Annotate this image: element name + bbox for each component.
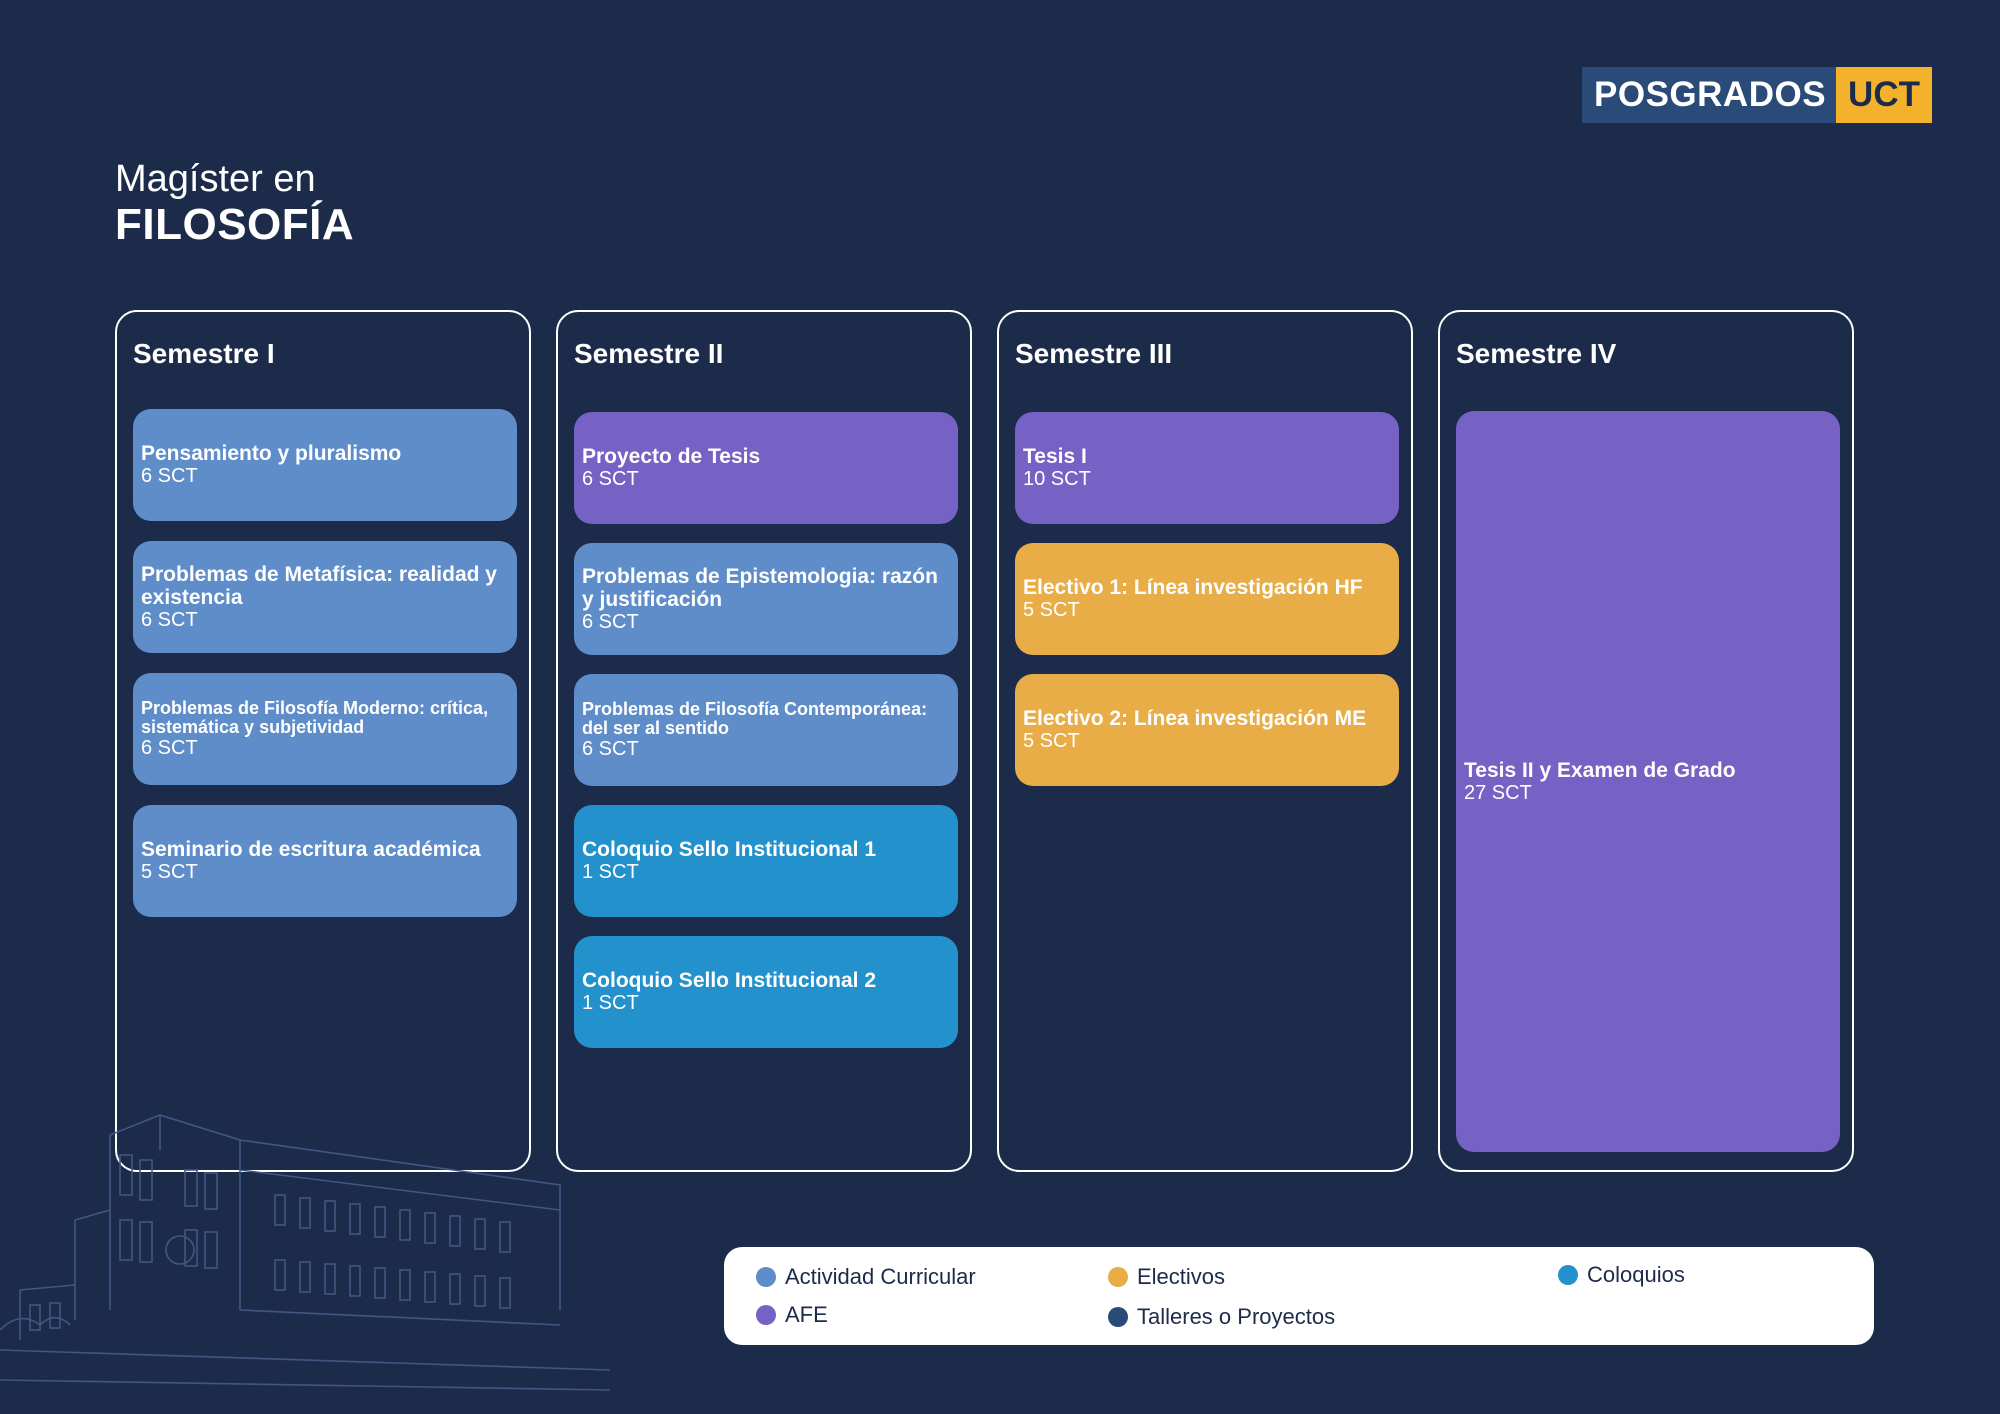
legend-dot-icon xyxy=(756,1305,776,1325)
course-credits: 10 SCT xyxy=(1023,468,1091,490)
course-card[interactable]: Tesis I 10 SCT xyxy=(1015,412,1399,524)
course-card[interactable]: Coloquio Sello Institucional 2 1 SCT xyxy=(574,936,958,1048)
legend-label: Actividad Curricular xyxy=(785,1264,976,1289)
semester-3-column: Semestre III Tesis I 10 SCT Electivo 1: … xyxy=(997,310,1413,1172)
course-credits: 1 SCT xyxy=(582,992,639,1014)
course-name: Coloquio Sello Institucional 2 xyxy=(582,969,877,992)
course-name: Problemas de Metafísica: realidad y exis… xyxy=(141,562,497,609)
course-credits: 5 SCT xyxy=(141,861,198,883)
course-credits: 6 SCT xyxy=(582,610,639,633)
course-card[interactable]: Electivo 2: Línea investigación ME 5 SCT xyxy=(1015,674,1399,786)
course-credits: 27 SCT xyxy=(1464,781,1532,804)
legend-dot-icon xyxy=(1108,1307,1128,1327)
course-name: Coloquio Sello Institucional 1 xyxy=(582,838,877,861)
course-name: Problemas de Filosofía Moderno: crítica,… xyxy=(141,697,489,737)
posgrados-uct-logo: POSGRADOS UCT xyxy=(1582,67,1932,123)
course-credits: 1 SCT xyxy=(582,861,639,883)
semester-1-column: Semestre I Pensamiento y pluralismo 6 SC… xyxy=(115,310,531,1172)
course-name: Tesis I xyxy=(1023,445,1087,468)
legend-item: Coloquios xyxy=(1558,1262,1685,1288)
course-name: Electivo 1: Línea investigación HF xyxy=(1023,576,1363,599)
campus-building-illustration xyxy=(0,1114,610,1391)
logo-text-uct: UCT xyxy=(1836,67,1932,123)
semester-title: Semestre III xyxy=(1015,338,1173,369)
course-credits: 6 SCT xyxy=(141,608,198,631)
course-card[interactable]: Tesis II y Examen de Grado 27 SCT xyxy=(1456,411,1840,1152)
course-card[interactable]: Proyecto de Tesis 6 SCT xyxy=(574,412,958,524)
semester-title: Semestre IV xyxy=(1456,338,1617,369)
program-title-prefix: Magíster en xyxy=(115,158,316,200)
legend-label: Talleres o Proyectos xyxy=(1137,1304,1336,1329)
legend-dot-icon xyxy=(1108,1267,1128,1287)
semester-2-column: Semestre II Proyecto de Tesis 6 SCT Prob… xyxy=(556,310,972,1172)
legend-item: Electivos xyxy=(1108,1264,1225,1290)
course-card[interactable]: Problemas de Epistemologia: razón y just… xyxy=(574,543,958,655)
course-card[interactable]: Coloquio Sello Institucional 1 1 SCT xyxy=(574,805,958,917)
semester-title: Semestre II xyxy=(574,338,724,369)
course-card[interactable]: Pensamiento y pluralismo 6 SCT xyxy=(133,409,517,521)
course-name: Pensamiento y pluralismo xyxy=(141,442,402,465)
semester-title: Semestre I xyxy=(133,338,275,369)
legend-item: AFE xyxy=(756,1302,828,1328)
legend-label: Electivos xyxy=(1137,1264,1226,1289)
logo-text-posgrados: POSGRADOS xyxy=(1582,67,1837,123)
course-name: Problemas de Filosofía Contemporánea: de… xyxy=(582,698,928,738)
course-credits: 5 SCT xyxy=(1023,599,1080,621)
legend: Actividad Curricular Electivos Coloquios… xyxy=(724,1247,1874,1345)
course-card[interactable]: Problemas de Metafísica: realidad y exis… xyxy=(133,541,517,653)
course-credits: 6 SCT xyxy=(141,736,198,759)
course-credits: 6 SCT xyxy=(141,465,198,487)
program-title: FILOSOFÍA xyxy=(115,200,355,249)
legend-item: Actividad Curricular xyxy=(756,1264,976,1290)
legend-label: AFE xyxy=(785,1302,828,1327)
legend-dot-icon xyxy=(1558,1265,1578,1285)
course-name: Proyecto de Tesis xyxy=(582,445,761,468)
course-card[interactable]: Problemas de Filosofía Moderno: crítica,… xyxy=(133,673,517,785)
legend-dot-icon xyxy=(756,1267,776,1287)
course-card[interactable]: Seminario de escritura académica 5 SCT xyxy=(133,805,517,917)
legend-item: Talleres o Proyectos xyxy=(1108,1304,1335,1330)
course-credits: 6 SCT xyxy=(582,737,639,760)
course-name: Problemas de Epistemologia: razón y just… xyxy=(582,564,938,611)
course-credits: 5 SCT xyxy=(1023,730,1080,752)
course-card[interactable]: Problemas de Filosofía Contemporánea: de… xyxy=(574,674,958,786)
course-name: Electivo 2: Línea investigación ME xyxy=(1023,707,1367,730)
course-credits: 6 SCT xyxy=(582,468,639,490)
course-card[interactable]: Electivo 1: Línea investigación HF 5 SCT xyxy=(1015,543,1399,655)
legend-label: Coloquios xyxy=(1587,1262,1685,1287)
course-name: Tesis II y Examen de Grado xyxy=(1464,758,1736,782)
semester-4-column: Semestre IV Tesis II y Examen de Grado 2… xyxy=(1438,310,1854,1172)
course-name: Seminario de escritura académica xyxy=(141,838,481,861)
